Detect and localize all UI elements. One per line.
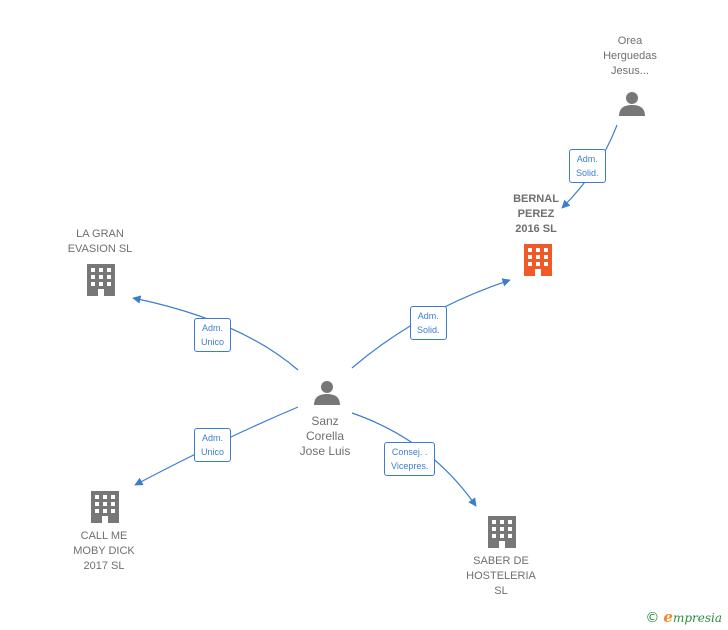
copyright-icon: © <box>645 610 660 626</box>
relation-badge-sanz-callme[interactable]: Adm. Unico <box>194 428 232 462</box>
node-label-sanz[interactable]: Sanz Corella Jose Luis <box>299 414 351 458</box>
relation-badge-orea-bernal[interactable]: Adm. Solid. <box>569 149 606 183</box>
node-label-saber[interactable]: SABER DE HOSTELERIA SL <box>466 555 536 597</box>
brand-e: e <box>663 608 673 626</box>
node-label-orea[interactable]: Orea Herguedas Jesus... <box>603 35 657 77</box>
brand-name: mpresia <box>672 611 722 625</box>
person-icon[interactable] <box>619 92 645 116</box>
building-icon[interactable] <box>87 264 115 296</box>
building-icon[interactable] <box>524 244 552 276</box>
building-icon[interactable] <box>488 516 516 548</box>
building-icon[interactable] <box>91 491 119 523</box>
node-label-bernal[interactable]: BERNAL PEREZ 2016 SL <box>513 193 559 235</box>
relation-badge-sanz-saber[interactable]: Consej. . Vicepres. <box>384 442 436 476</box>
node-label-call-me[interactable]: CALL ME MOBY DICK 2017 SL <box>73 530 135 572</box>
relation-badge-sanz-gran[interactable]: Adm. Unico <box>194 318 232 352</box>
relation-badge-sanz-bernal[interactable]: Adm. Solid. <box>410 306 447 340</box>
node-label-gran-evasion[interactable]: LA GRAN EVASION SL <box>67 228 133 255</box>
person-icon[interactable] <box>314 381 340 405</box>
brand-logo[interactable]: ©empresia <box>645 608 722 626</box>
